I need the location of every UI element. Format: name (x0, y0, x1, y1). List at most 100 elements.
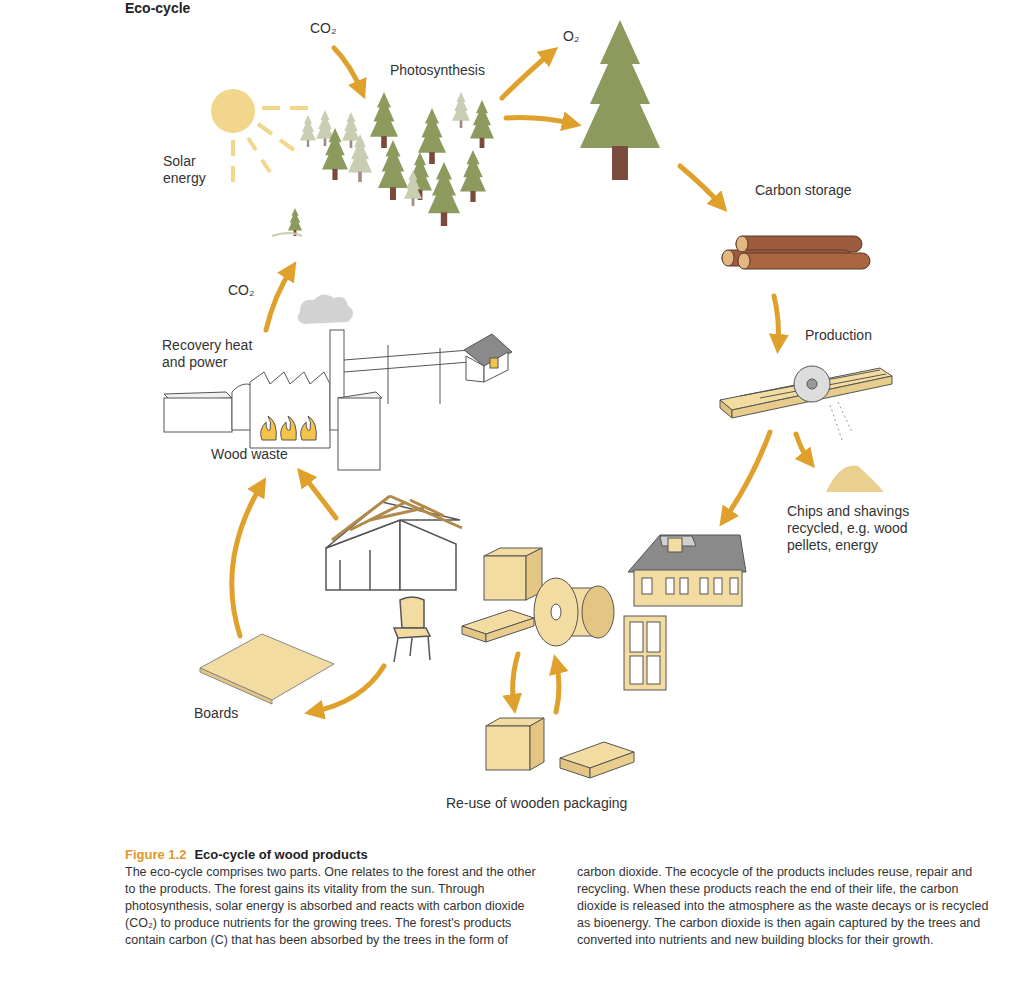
illustration-part (590, 752, 634, 778)
source-label: Solar energy (163, 153, 223, 187)
illustration-part (462, 626, 486, 642)
illustration-part (470, 100, 494, 148)
illustration-part (348, 134, 372, 182)
illustration-part (301, 416, 317, 440)
boards (200, 634, 334, 704)
illustration-part (312, 666, 384, 712)
illustration-part (506, 118, 574, 124)
illustration-part (232, 484, 262, 636)
illustration-part (700, 578, 708, 594)
illustration-part (262, 160, 270, 172)
chip-pile (826, 466, 884, 492)
illustration-part (668, 538, 682, 552)
illustration-part (830, 405, 842, 440)
figure-caption: Eco-cycle of wood products (194, 846, 367, 863)
illustration-part (418, 108, 446, 164)
illustration-part (290, 106, 308, 110)
illustration-part (338, 398, 380, 470)
illustration-part (560, 758, 590, 778)
stage-label: Wood waste (211, 446, 288, 463)
illustration-part (807, 379, 817, 389)
illustration-part (428, 636, 430, 660)
illustration-part (724, 432, 770, 520)
illustration-part (630, 656, 643, 684)
illustration-part (490, 358, 498, 368)
illustration-part (628, 535, 746, 572)
illustration-part (262, 106, 280, 110)
illustration-part (404, 170, 422, 206)
illustration-part (736, 236, 748, 252)
illustration-part (272, 233, 302, 236)
illustration-part (326, 502, 460, 548)
big-tree (580, 20, 660, 180)
illustration-part (428, 162, 460, 226)
illustration-part (440, 348, 441, 404)
diagram-title: Eco-cycle (125, 0, 190, 17)
illustration-part (281, 416, 297, 440)
illustration-part (233, 108, 308, 182)
illustration-part (484, 352, 508, 382)
stage-label: Chips and shavings recycled, e.g. wood p… (787, 503, 927, 554)
illustration-part (830, 402, 852, 440)
illustration-part (394, 628, 430, 638)
stage-label: Production (805, 327, 872, 344)
stage-label: Carbon storage (755, 182, 852, 199)
window (624, 616, 666, 690)
gas-label: O₂ (563, 28, 579, 45)
illustration-part (322, 128, 348, 180)
illustration-part (582, 586, 614, 638)
illustration-part (258, 124, 272, 134)
illustration-part (200, 634, 334, 700)
illustration-part (344, 362, 470, 372)
illustration-part (738, 253, 750, 269)
illustration-part (339, 560, 341, 590)
illustration-part (370, 508, 424, 520)
illustration-part (261, 416, 277, 440)
illustration-part (484, 556, 526, 600)
illustration-part (796, 434, 810, 462)
illustration-part (200, 668, 272, 704)
illustration-part (647, 656, 660, 684)
illustration-part (720, 400, 732, 418)
illustration-part (630, 622, 643, 652)
stage-label: Recovery heat and power (162, 337, 274, 371)
illustration-part (344, 345, 470, 404)
house (628, 535, 746, 606)
illustration-part (642, 578, 738, 594)
illustration-part (400, 597, 424, 628)
illustration-part (642, 578, 652, 594)
illustration-part (680, 166, 722, 206)
illustration-part (738, 253, 870, 269)
illustration-part (634, 570, 742, 606)
illustration-part (647, 622, 660, 652)
illustration-part (486, 618, 534, 642)
illustration-part (774, 296, 779, 346)
illustration-part (300, 115, 316, 147)
cycle-arrows (232, 48, 810, 712)
illustration-part (280, 140, 294, 150)
illustration-part (332, 496, 462, 540)
chair (394, 597, 430, 662)
illustration-part (378, 140, 408, 200)
illustration-part (344, 350, 470, 360)
illustration-part (794, 366, 830, 402)
caption-text: The eco-cycle comprises two parts. One r… (125, 864, 995, 949)
illustration-part (838, 402, 852, 432)
gas-label: CO₂ (228, 282, 254, 299)
illustration-part (466, 356, 484, 382)
gas-label: CO₂ (310, 20, 336, 37)
illustration-part (288, 208, 302, 236)
illustration-part (410, 638, 412, 656)
packaging (462, 548, 634, 778)
illustration-part (388, 345, 389, 404)
illustration-part (211, 89, 255, 133)
factory (164, 294, 512, 470)
illustration-part (722, 250, 734, 266)
illustration-part (266, 268, 292, 330)
illustration-part (513, 654, 518, 706)
illustration-part (730, 578, 738, 594)
illustration-part (410, 500, 444, 516)
illustration-part (452, 92, 470, 128)
illustration-part (394, 638, 398, 662)
illustration-part (231, 166, 235, 182)
